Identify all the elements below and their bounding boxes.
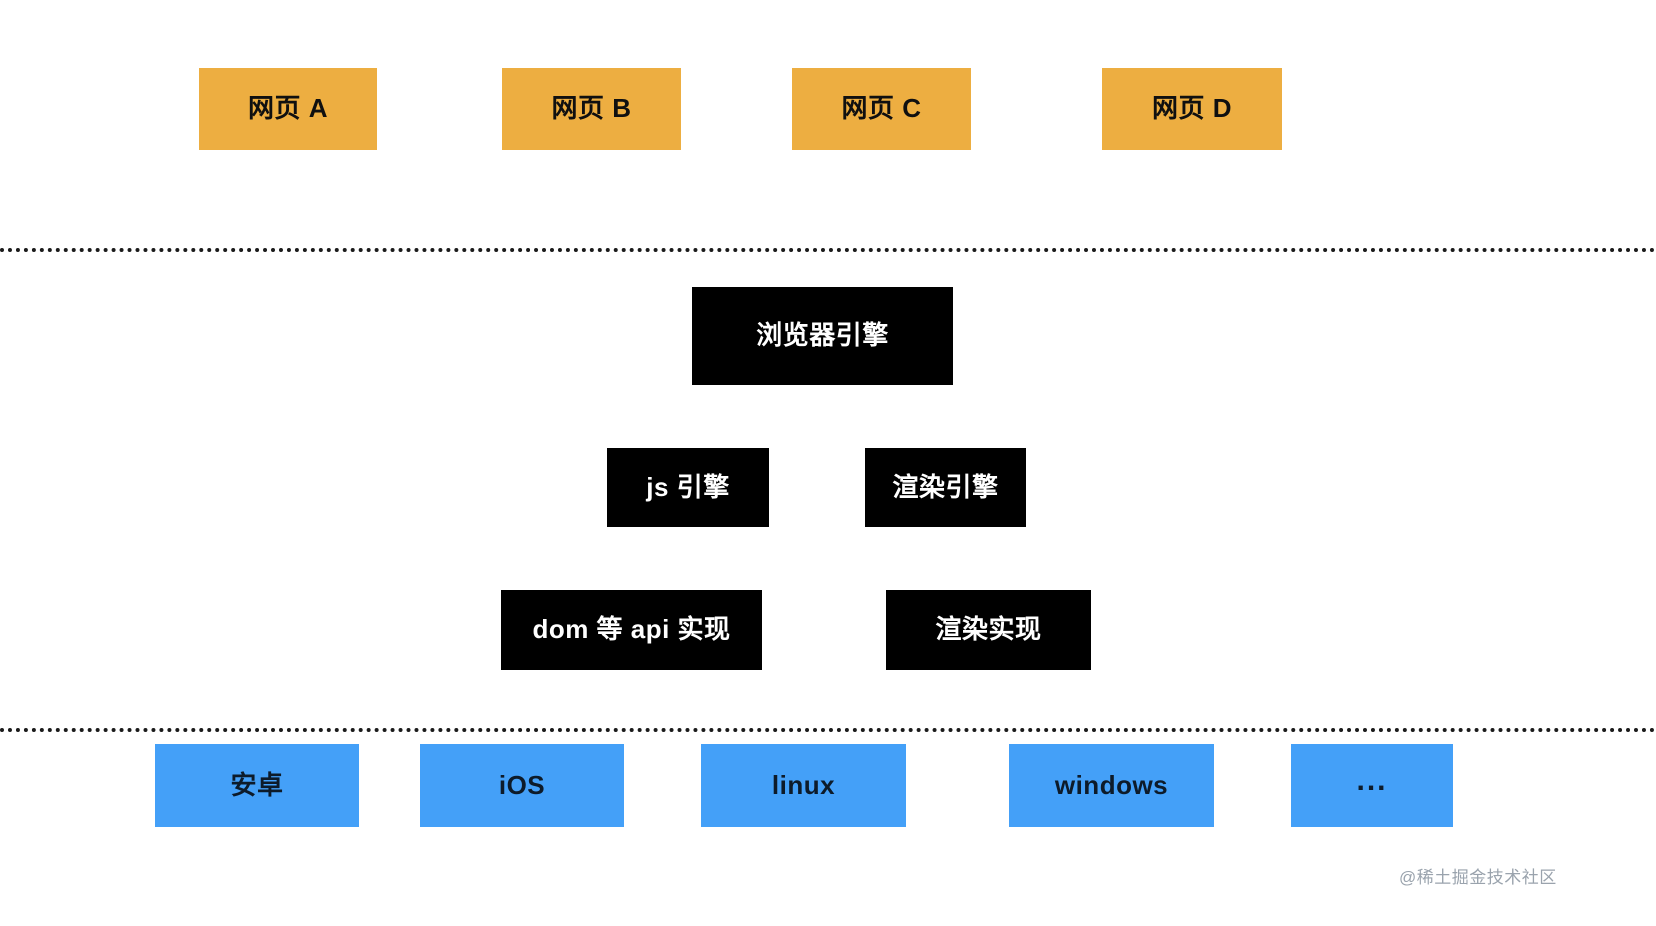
watermark-label: @稀土掘金技术社区 — [1399, 868, 1557, 887]
web-page-node-label: 网页 D — [1151, 93, 1232, 124]
web-page-node-4: 网页 D — [1102, 68, 1282, 150]
engine-node-label: js 引擎 — [646, 471, 730, 502]
engine-node-label: dom 等 api 实现 — [532, 614, 731, 645]
engine-node-label: 渲染实现 — [935, 614, 1042, 645]
os-node-label: 安卓 — [230, 769, 284, 800]
os-node-5: ... — [1291, 744, 1453, 827]
engine-node-3: 渲染引擎 — [865, 448, 1026, 527]
engine-node-2: js 引擎 — [607, 448, 769, 527]
web-page-node-2: 网页 B — [502, 68, 681, 150]
engine-node-label: 渲染引擎 — [892, 471, 999, 502]
os-node-3: linux — [701, 744, 906, 827]
os-node-label: ... — [1356, 763, 1388, 797]
web-page-node-label: 网页 B — [551, 93, 632, 124]
os-node-1: 安卓 — [155, 744, 359, 827]
web-page-node-3: 网页 C — [792, 68, 971, 150]
engine-node-4: dom 等 api 实现 — [501, 590, 762, 670]
engine-node-5: 渲染实现 — [886, 590, 1091, 670]
divider-engines-os — [0, 728, 1656, 732]
os-node-4: windows — [1009, 744, 1214, 827]
os-node-label: windows — [1054, 769, 1169, 800]
web-page-node-1: 网页 A — [199, 68, 377, 150]
engine-node-label: 浏览器引擎 — [756, 320, 889, 351]
os-node-label: iOS — [498, 769, 546, 800]
web-page-node-label: 网页 A — [247, 93, 328, 124]
os-node-2: iOS — [420, 744, 624, 827]
web-page-node-label: 网页 C — [841, 93, 922, 124]
os-node-label: linux — [771, 769, 836, 800]
engine-node-1: 浏览器引擎 — [692, 287, 953, 385]
divider-pages-engines — [0, 248, 1656, 252]
